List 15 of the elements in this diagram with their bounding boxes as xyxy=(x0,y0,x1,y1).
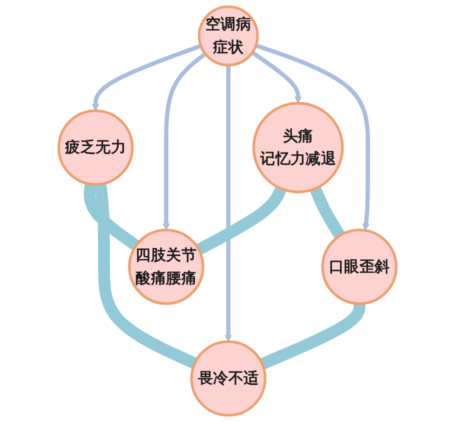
arrow xyxy=(162,52,207,230)
arrow xyxy=(92,44,202,112)
circle-node: 空调病症状 xyxy=(198,6,259,66)
ring-segment xyxy=(84,182,140,250)
ring-segment xyxy=(196,186,286,255)
arrow xyxy=(224,65,232,342)
circle-node: 畏冷不适 xyxy=(190,340,266,416)
arrow xyxy=(251,50,302,104)
ring-segment xyxy=(94,182,198,369)
circle-node: 口眼歪斜 xyxy=(321,228,398,305)
circle-node: 疲乏无力 xyxy=(58,110,134,186)
arrow xyxy=(255,43,370,231)
ring-segment xyxy=(310,186,345,239)
circle-node: 四肢关节酸痛腰痛 xyxy=(128,228,204,305)
circle-node: 头痛记忆力减退 xyxy=(252,102,344,194)
